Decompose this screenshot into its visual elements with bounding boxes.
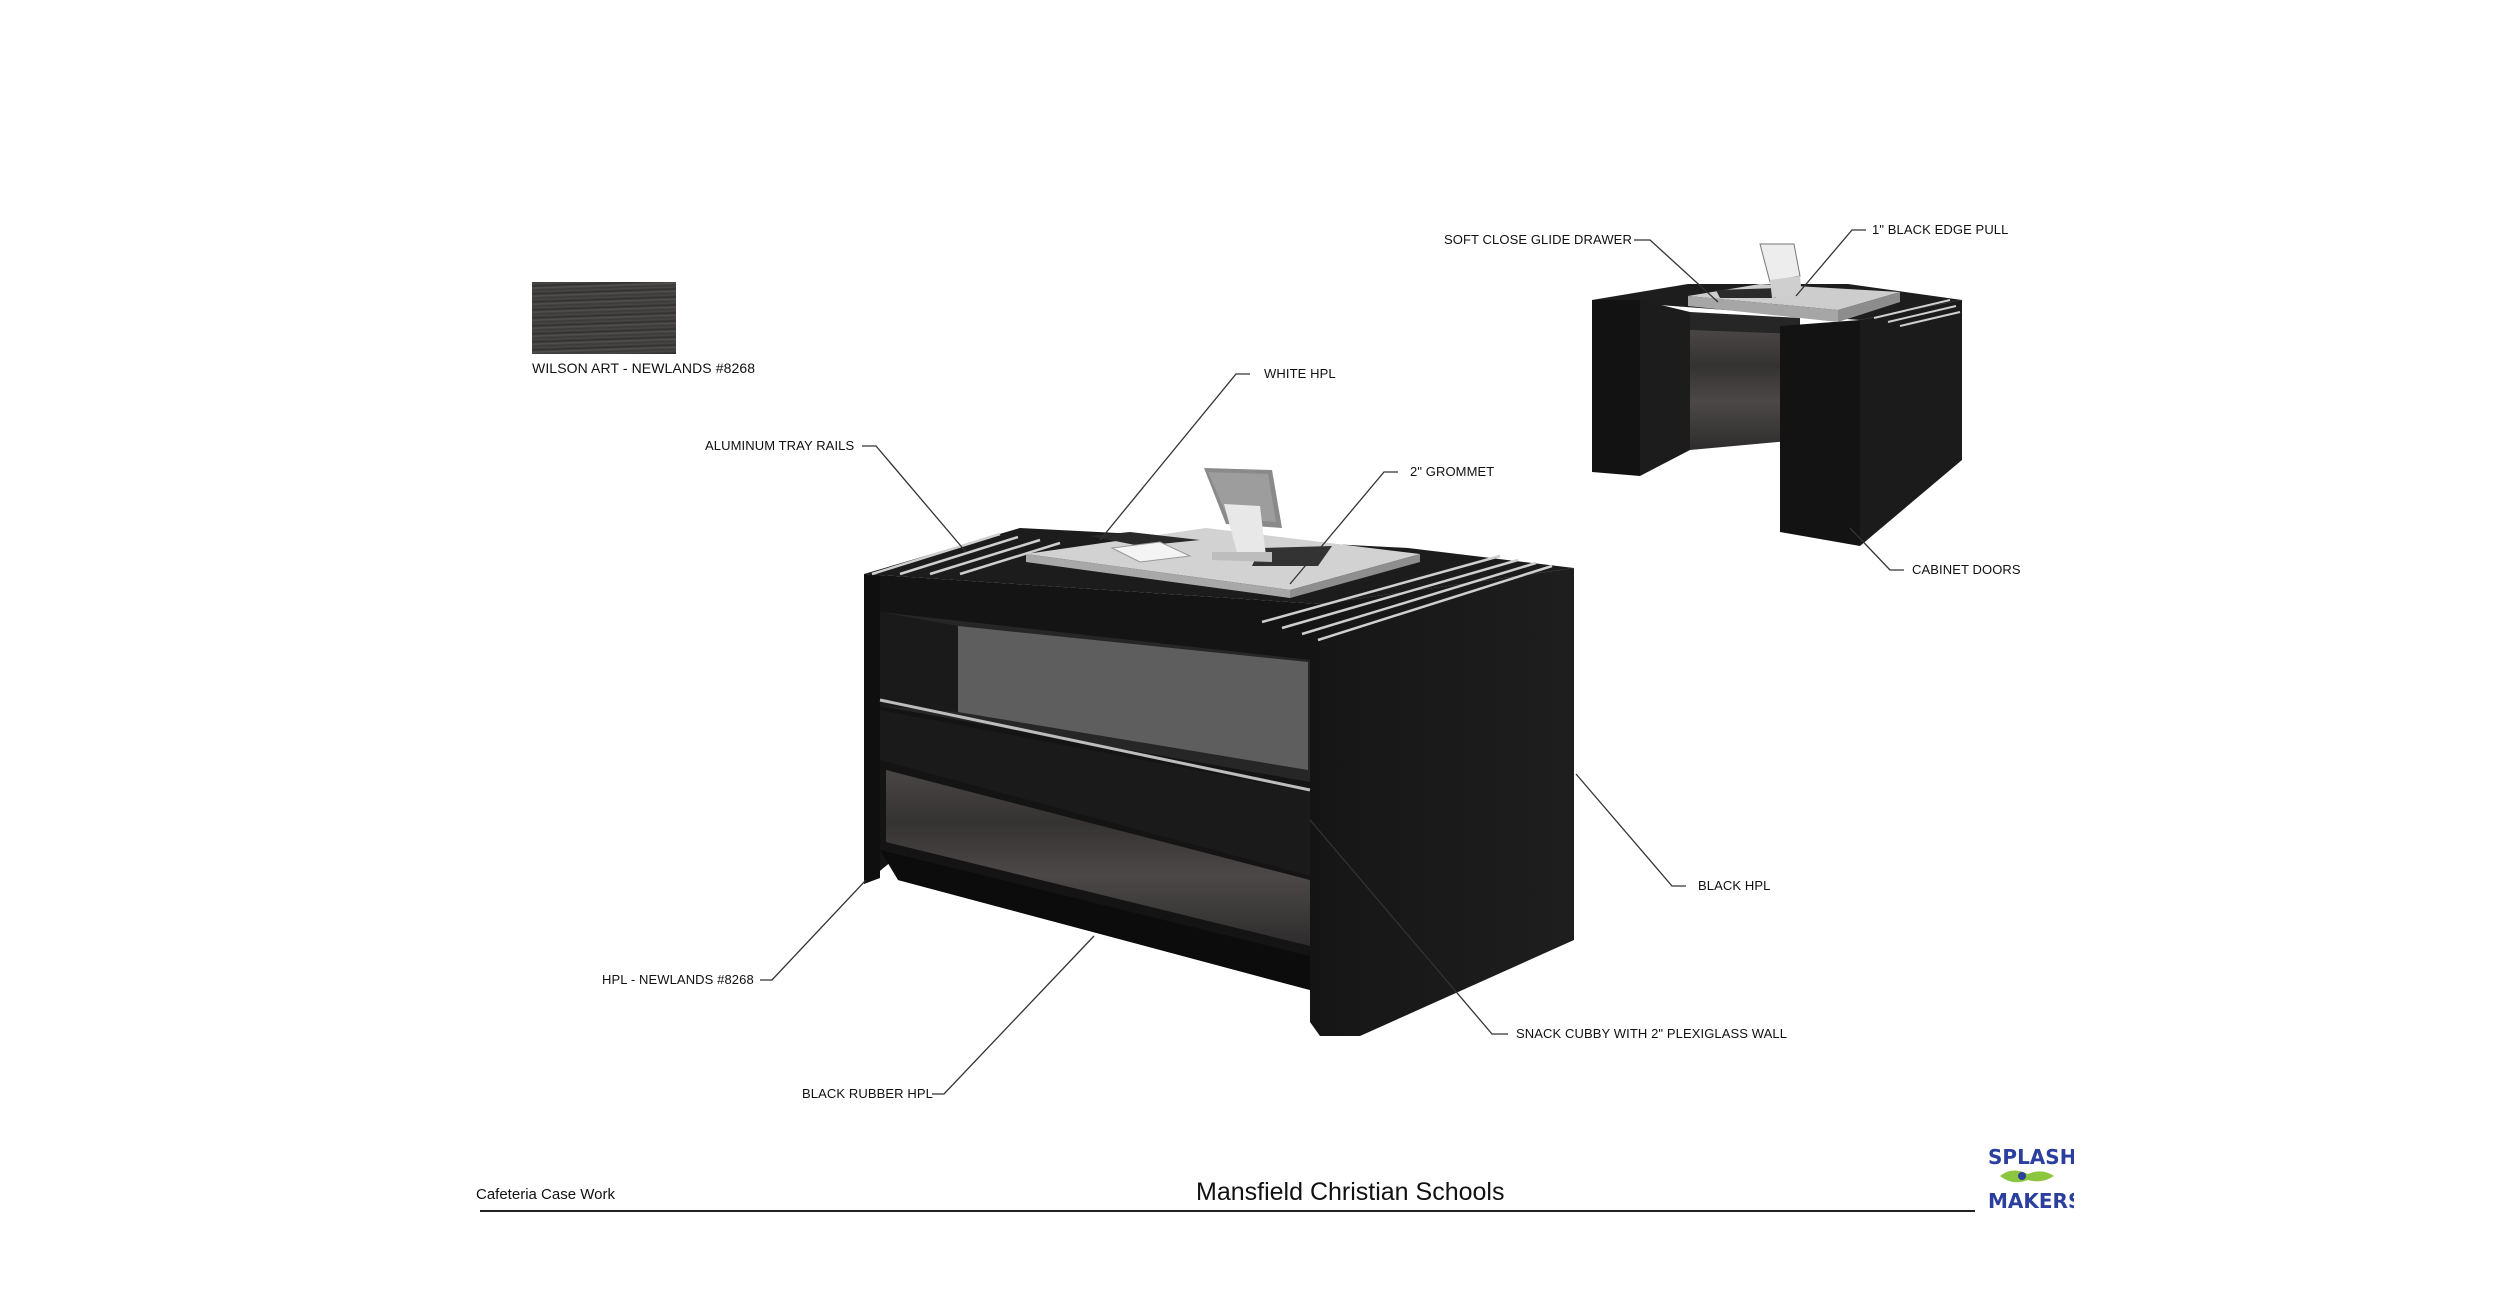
sheet-title: Mansfield Christian Schools <box>1196 1178 1505 1206</box>
small-pos-screen <box>1759 243 1801 283</box>
label-cabinet-doors: CABINET DOORS <box>1912 562 2021 577</box>
cubby-inner-left <box>880 612 958 712</box>
leader-cabinet-doors <box>1849 527 1904 571</box>
small-right-side <box>1860 300 1962 546</box>
white-hpl-edge-right <box>1290 554 1420 598</box>
leader-snack-cubby <box>1309 819 1508 1035</box>
sheet-caption: Cafeteria Case Work <box>476 1186 615 1203</box>
leader-lines <box>760 229 1904 1095</box>
small-white-edge <box>1688 296 1838 322</box>
small-wood-panel <box>1690 330 1800 450</box>
plexiglass-panel <box>958 626 1308 770</box>
small-left-leg-side <box>1640 300 1690 476</box>
leader-grommet <box>1289 471 1398 585</box>
label-hpl-newlands: HPL - NEWLANDS #8268 <box>602 972 754 987</box>
wood-panel <box>886 770 1310 946</box>
label-black-hpl: BLACK HPL <box>1698 878 1771 893</box>
tray-rails-right <box>1261 554 1553 642</box>
label-aluminum-tray-rails: ALUMINUM TRAY RAILS <box>705 438 855 453</box>
leader-black-hpl <box>1575 773 1686 887</box>
small-tray-rails <box>1873 299 1961 327</box>
aluminum-strip <box>879 698 1311 792</box>
small-pos-stand <box>1770 276 1802 298</box>
logo-line-1: SPLASH <box>1988 1145 2074 1169</box>
label-soft-close-drawer: SOFT CLOSE GLIDE DRAWER <box>1444 232 1632 247</box>
splash-makers-logo: SPLASH MAKERS <box>1988 1145 2074 1213</box>
rubber-base <box>880 850 1310 990</box>
leader-rubber-hpl <box>932 935 1095 1095</box>
label-black-rubber-hpl: BLACK RUBBER HPL <box>802 1086 933 1101</box>
counter-left-panel <box>864 574 880 884</box>
main-counter <box>864 468 1574 1036</box>
leader-white-hpl <box>1099 373 1250 541</box>
label-snack-cubby: SNACK CUBBY WITH 2" PLEXIGLASS WALL <box>1516 1026 1788 1041</box>
logo-drop-icon <box>2018 1172 2026 1180</box>
small-right-leg <box>1780 320 1860 546</box>
drawer-front <box>880 710 1310 876</box>
small-inner-shelf <box>1690 312 1800 334</box>
card-reader <box>1110 541 1192 563</box>
small-white-edge-right <box>1838 292 1900 322</box>
tray-rails-left <box>871 532 1061 576</box>
swatch-caption: WILSON ART - NEWLANDS #8268 <box>532 360 756 376</box>
label-black-edge-pull: 1" BLACK EDGE PULL <box>1872 222 2009 237</box>
leader-hpl-newlands <box>760 879 867 981</box>
leader-drawer <box>1634 239 1719 303</box>
leader-aluminum-rails <box>862 445 967 553</box>
counter-right-side <box>1320 568 1574 1036</box>
title-rule <box>480 1210 1975 1212</box>
secondary-counter <box>1592 243 1962 546</box>
material-swatch <box>532 282 676 354</box>
leader-edge-pull <box>1795 229 1866 297</box>
label-white-hpl: WHITE HPL <box>1264 366 1336 381</box>
small-left-leg <box>1592 300 1640 476</box>
logo-wave-icon <box>2000 1170 2054 1183</box>
small-cutout <box>1716 288 1780 298</box>
pos-base <box>1212 552 1272 562</box>
logo-line-2: MAKERS <box>1988 1189 2074 1213</box>
drawer-cutout <box>1090 532 1200 546</box>
white-hpl-edge <box>1026 554 1290 598</box>
pos-stand <box>1224 504 1266 556</box>
label-grommet: 2" GROMMET <box>1410 464 1495 479</box>
